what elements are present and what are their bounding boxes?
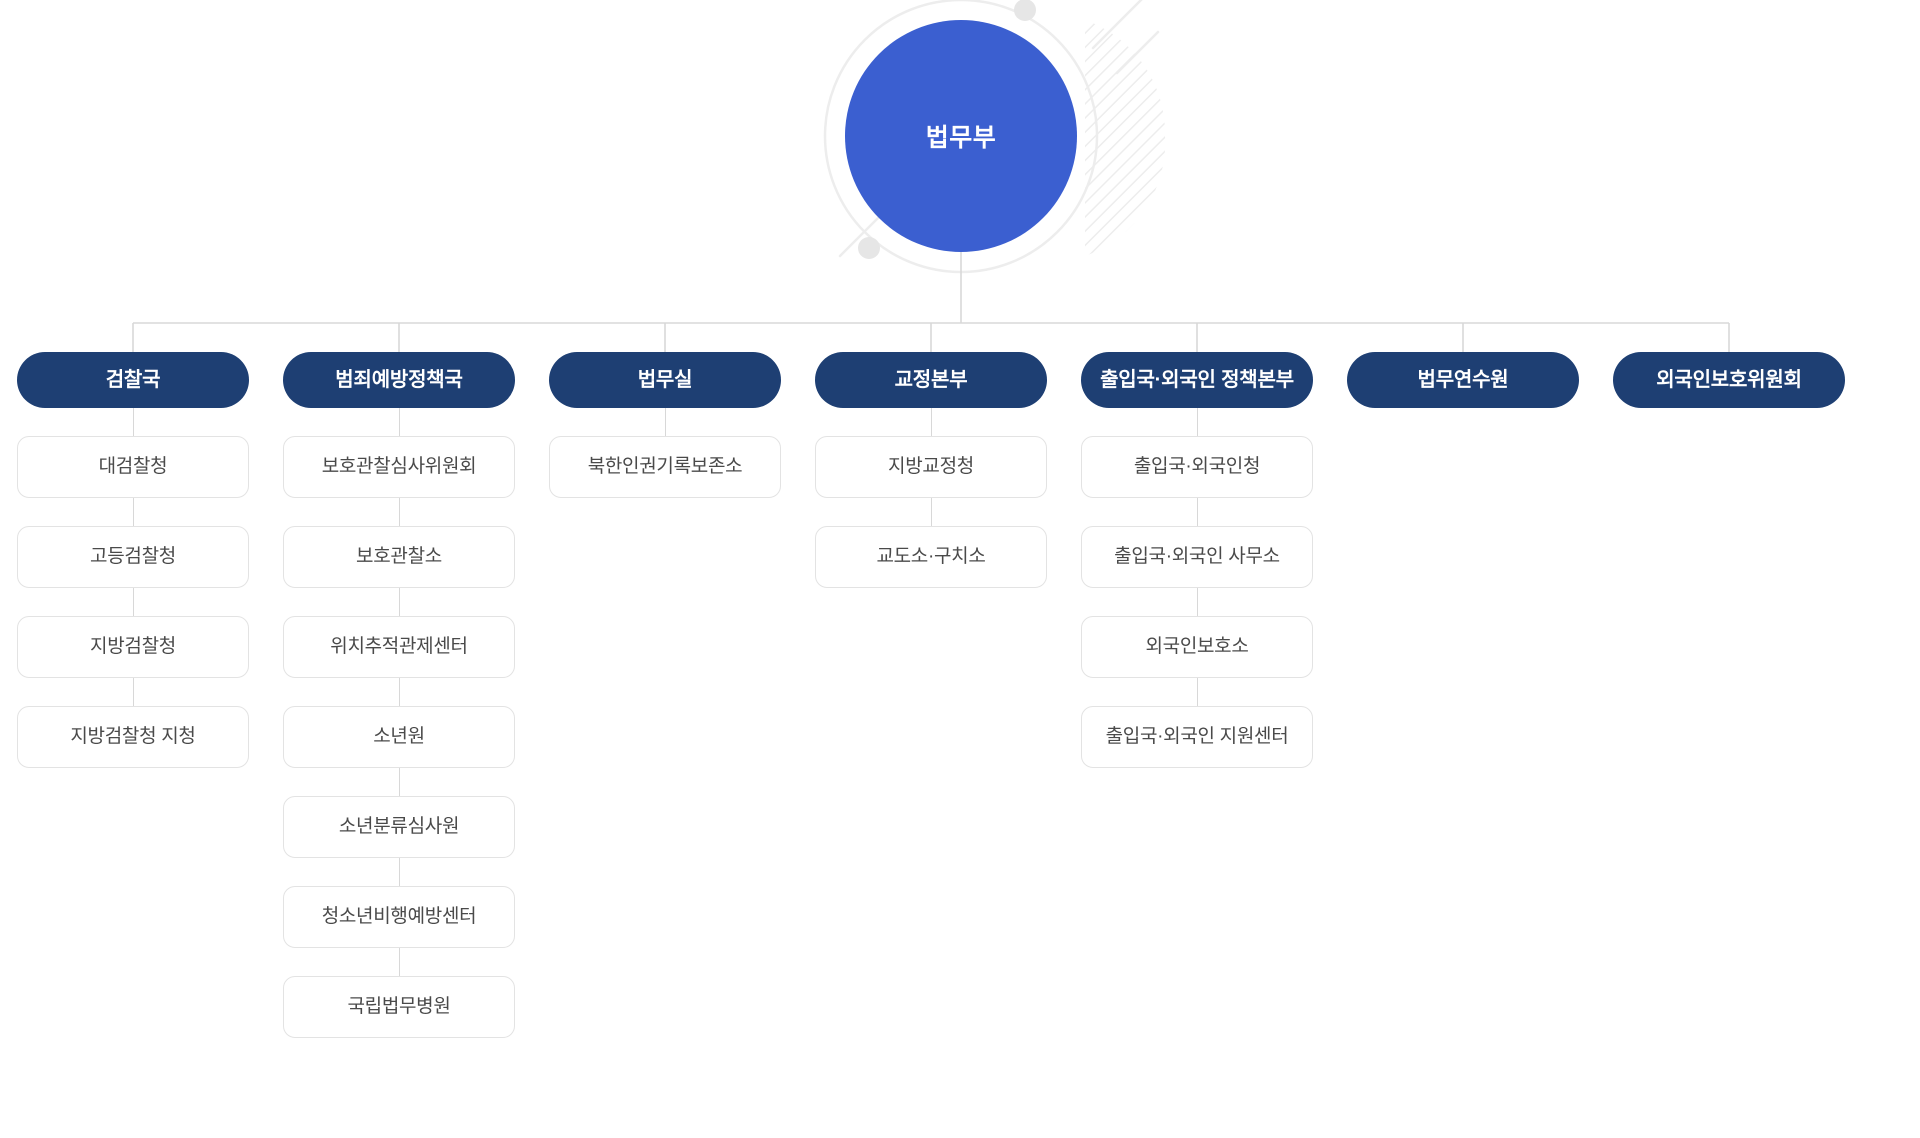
child-connector	[398, 768, 400, 796]
deco-hatch	[1085, 20, 1166, 256]
root-node[interactable]: 법무부	[845, 20, 1077, 252]
child-node[interactable]: 북한인권기록보존소	[549, 436, 781, 498]
child-node[interactable]: 위치추적관제센터	[283, 616, 515, 678]
child-list: 북한인권기록보존소	[549, 408, 781, 498]
deco-dot-top	[1014, 0, 1036, 21]
child-connector	[1196, 498, 1198, 526]
department-node[interactable]: 법무연수원	[1347, 352, 1579, 408]
child-node[interactable]: 출입국·외국인청	[1081, 436, 1313, 498]
child-node[interactable]: 교도소·구치소	[815, 526, 1047, 588]
child-connector	[132, 678, 134, 706]
department-column: 외국인보호위원회	[1596, 352, 1862, 1038]
department-column: 법무연수원	[1330, 352, 1596, 1038]
child-node[interactable]: 보호관찰심사위원회	[283, 436, 515, 498]
root-node-label: 법무부	[925, 124, 997, 152]
child-node[interactable]: 출입국·외국인 사무소	[1081, 526, 1313, 588]
child-node[interactable]: 청소년비행예방센터	[283, 886, 515, 948]
child-node[interactable]: 외국인보호소	[1081, 616, 1313, 678]
child-connector	[398, 408, 400, 436]
child-connector	[1196, 678, 1198, 706]
department-node[interactable]: 범죄예방정책국	[283, 352, 515, 408]
child-node[interactable]: 소년원	[283, 706, 515, 768]
deco-dashes	[1091, 0, 1160, 75]
child-connector	[398, 678, 400, 706]
child-node[interactable]: 지방교정청	[815, 436, 1047, 498]
child-connector	[398, 498, 400, 526]
child-connector	[398, 858, 400, 886]
child-node[interactable]: 대검찰청	[17, 436, 249, 498]
child-node[interactable]: 지방검찰청 지청	[17, 706, 249, 768]
child-connector	[398, 948, 400, 976]
department-node[interactable]: 외국인보호위원회	[1613, 352, 1845, 408]
child-connector	[132, 498, 134, 526]
child-node[interactable]: 국립법무병원	[283, 976, 515, 1038]
child-node[interactable]: 지방검찰청	[17, 616, 249, 678]
deco-dot-bottom	[858, 237, 880, 259]
child-connector	[930, 408, 932, 436]
department-node[interactable]: 교정본부	[815, 352, 1047, 408]
child-node[interactable]: 소년분류심사원	[283, 796, 515, 858]
department-node[interactable]: 검찰국	[17, 352, 249, 408]
child-connector	[132, 588, 134, 616]
child-node[interactable]: 출입국·외국인 지원센터	[1081, 706, 1313, 768]
child-connector	[132, 408, 134, 436]
child-connector	[664, 408, 666, 436]
child-connector	[398, 588, 400, 616]
child-node[interactable]: 고등검찰청	[17, 526, 249, 588]
child-connector	[930, 498, 932, 526]
department-node[interactable]: 출입국·외국인 정책본부	[1081, 352, 1313, 408]
child-node[interactable]: 보호관찰소	[283, 526, 515, 588]
child-connector	[1196, 588, 1198, 616]
child-connector	[1196, 408, 1198, 436]
department-node[interactable]: 법무실	[549, 352, 781, 408]
